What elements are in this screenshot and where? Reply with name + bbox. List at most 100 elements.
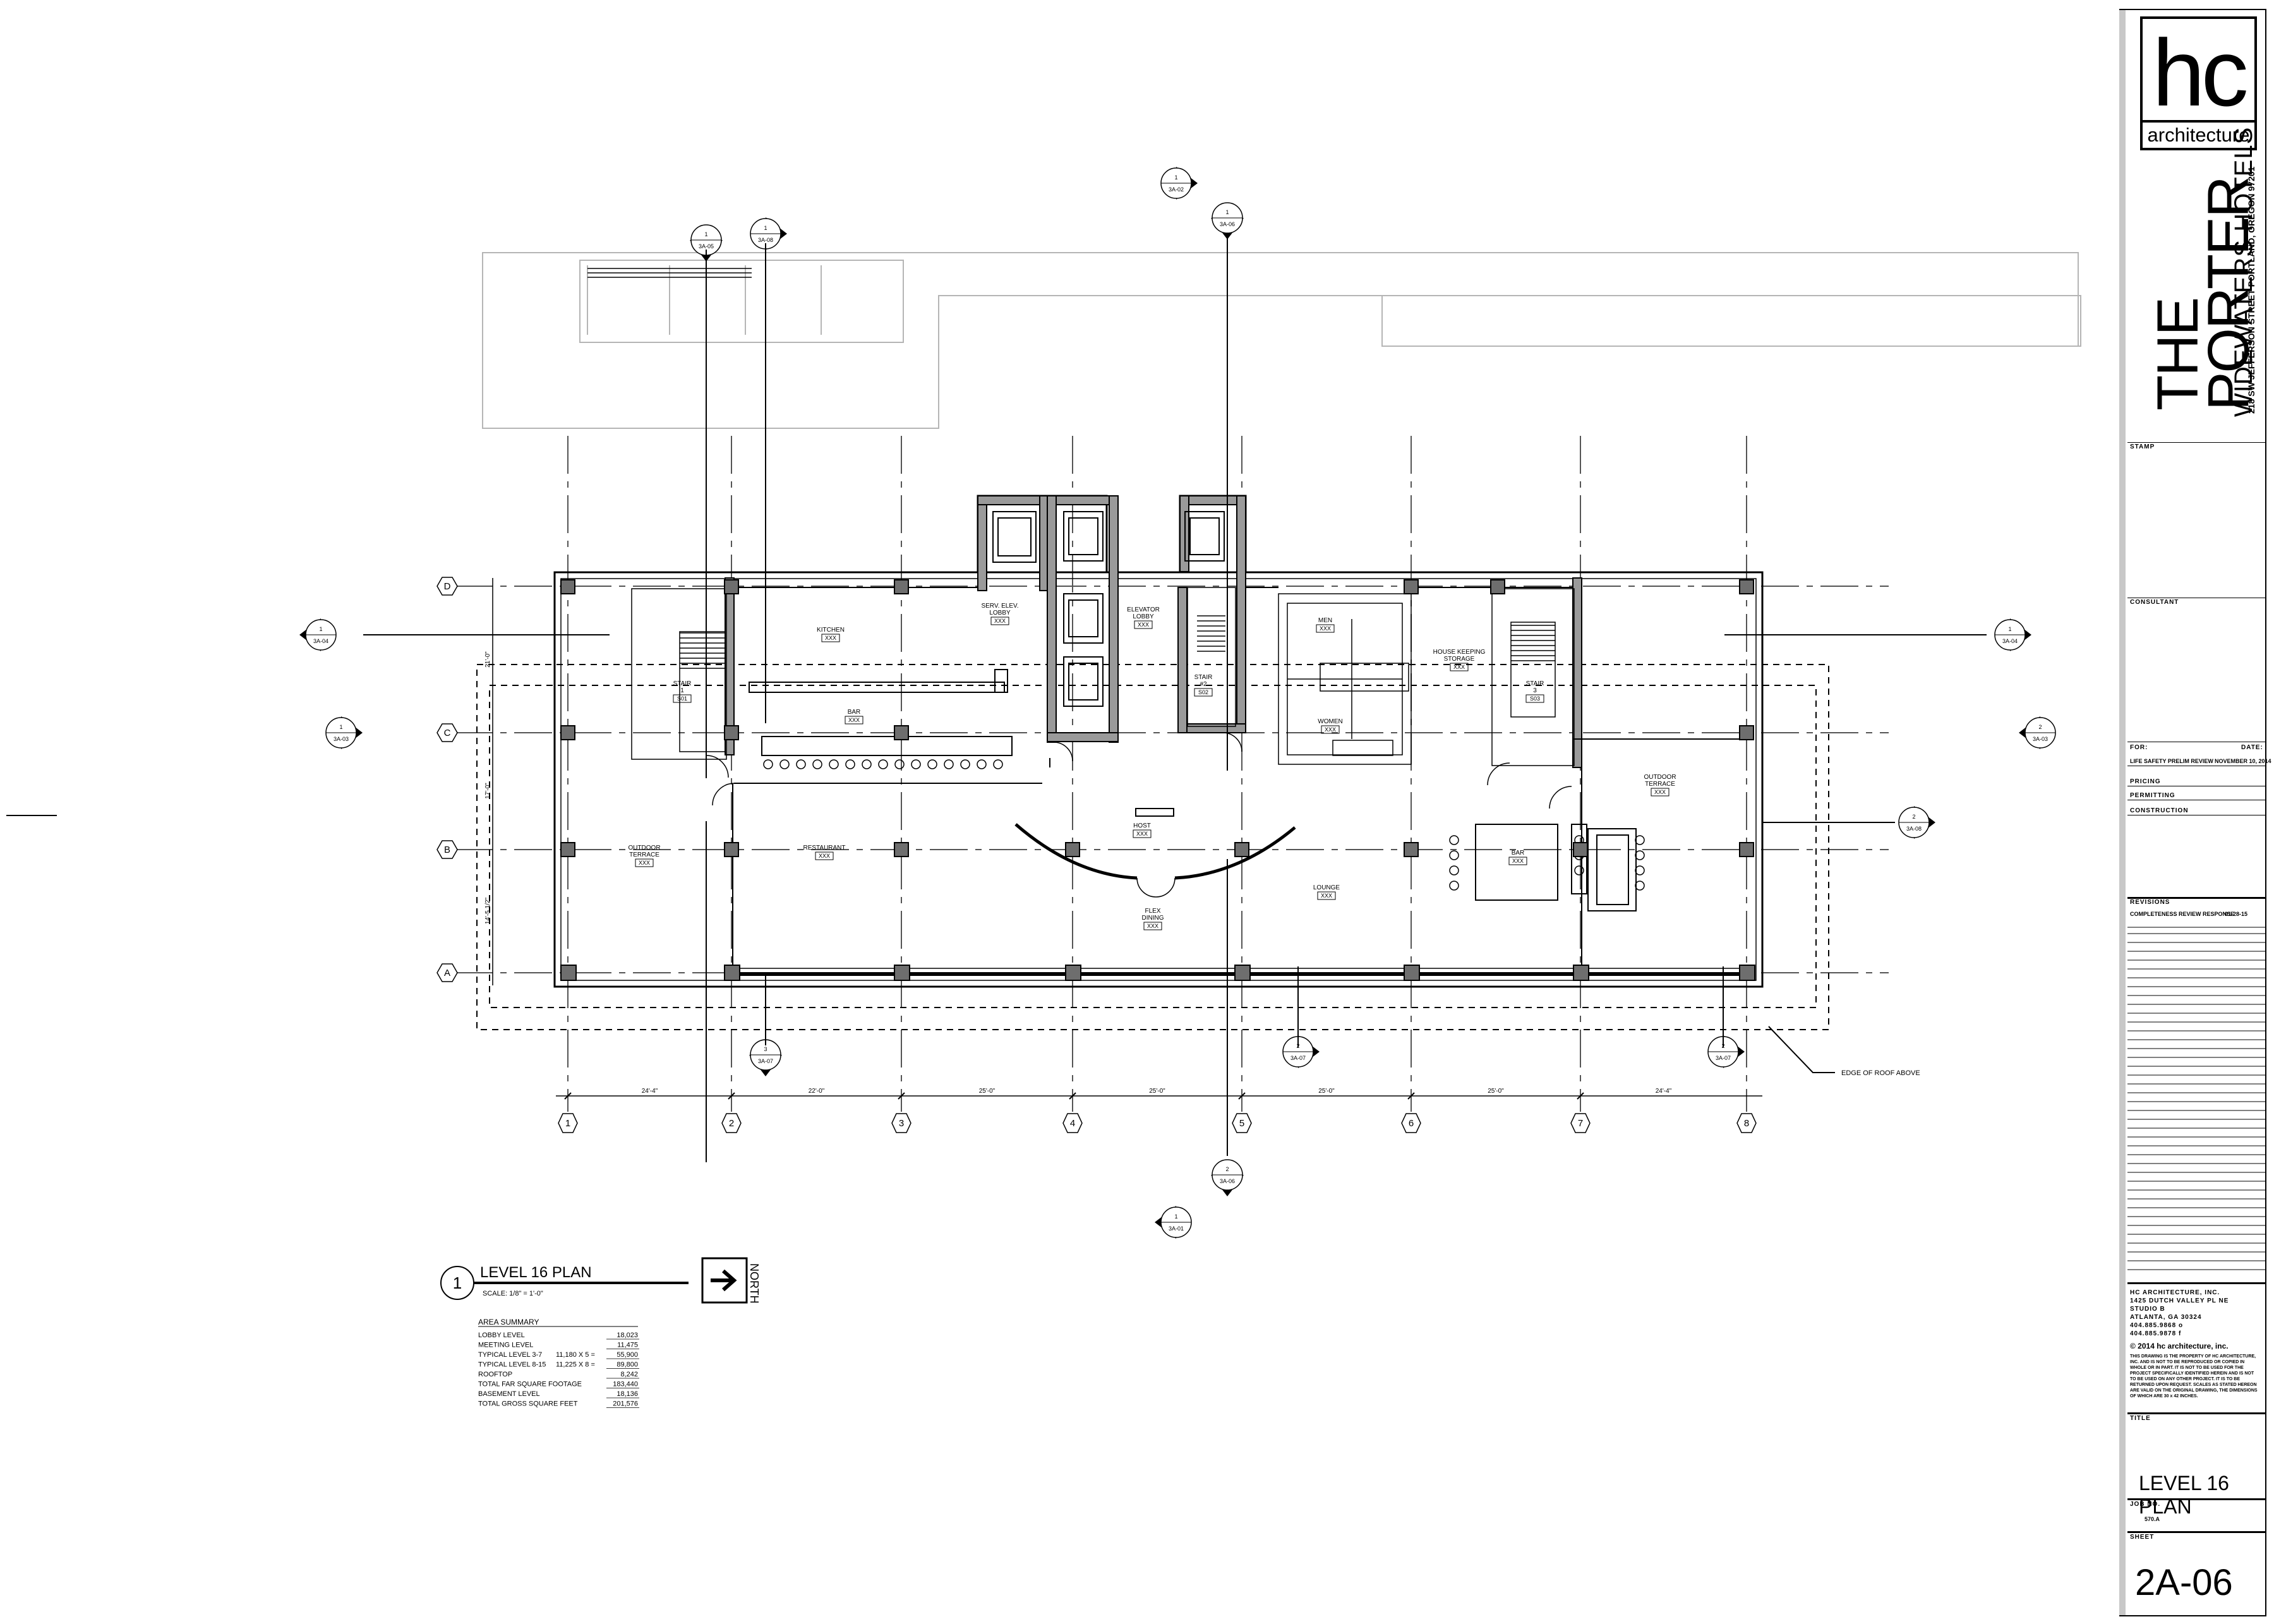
grid-bubble-shape: [1736, 1113, 1757, 1133]
room-tag: XXX: [1136, 831, 1148, 837]
issue-name: LIFE SAFETY PRELIM REVIEW: [2130, 758, 2213, 764]
area-row-value: 18,136: [617, 1390, 638, 1398]
client-name: WIDEWATERS HOTELS: [2230, 126, 2258, 417]
area-row-value: 89,800: [617, 1361, 638, 1369]
grid-bubble-label: 6: [1409, 1118, 1414, 1129]
callout-number: 1: [764, 225, 767, 231]
firm-logo: hc architecture: [2140, 16, 2257, 150]
grid-bubble-label: C: [444, 728, 451, 738]
area-row-calc: 11,225 X 8 =: [556, 1361, 595, 1369]
dimension-tick: [1069, 1092, 1076, 1100]
revisions-label: REVISIONS: [2130, 899, 2170, 906]
callout-sheet: 3A-07: [758, 1058, 773, 1064]
roof-outline: [482, 252, 2081, 429]
title-block-border-right: [2265, 9, 2266, 1616]
row-divider: [2127, 1282, 2265, 1284]
room-tag: XXX: [1147, 923, 1158, 929]
area-row-label: TOTAL FAR SQUARE FOOTAGE: [478, 1381, 582, 1388]
stair-treads: [680, 615, 1555, 669]
room-tag-box: [1525, 694, 1544, 703]
row-divider: [2127, 442, 2265, 443]
sheet-title: LEVEL 16 PLAN: [2139, 1472, 2229, 1518]
grid-bubble-row-D: D: [436, 577, 458, 596]
room-name: BAR: [1512, 850, 1525, 857]
issue-date: NOVEMBER 10, 2014: [2215, 758, 2271, 764]
copyright: © 2014 hc architecture, inc.: [2130, 1342, 2229, 1350]
title-block-grid: [2127, 927, 2265, 1270]
callout-sheet: 3A-01: [1169, 1225, 1184, 1232]
area-row-label: MEETING LEVEL: [478, 1342, 533, 1349]
callout-section_3A08: 1 3A-08: [750, 217, 787, 250]
room-tag: XXX: [1325, 726, 1336, 733]
bay-dimension: 24'-4": [642, 1088, 658, 1095]
callout-leaders: [363, 237, 1987, 1162]
room-tag-box: [635, 858, 654, 867]
grid-bubble-label: 5: [1239, 1118, 1244, 1129]
job-number: 570.A: [2145, 1516, 2160, 1522]
area-row-value: 183,440: [613, 1381, 638, 1388]
room-tag: XXX: [848, 717, 860, 723]
row-dimension: 17'-0": [484, 783, 491, 799]
stairs: [631, 587, 1575, 766]
callout-number: 1: [1174, 1213, 1177, 1220]
callout-section_2_3A07a: 23A-07: [1282, 1035, 1320, 1068]
room-tag: XXX: [1138, 622, 1149, 628]
callout-number: 2: [1912, 814, 1915, 820]
callout-sheet: 3A-02: [1169, 186, 1184, 193]
room-tag: XXX: [825, 635, 836, 641]
grid-bubble-col-1: 1: [558, 1113, 578, 1133]
row-divider: [2127, 897, 2265, 899]
project-name-line1: THE: [2146, 298, 2210, 411]
room-tag-box: [821, 634, 840, 642]
plan-title-text: LEVEL 16 PLAN: [480, 1264, 592, 1281]
logo-mark: hc: [2152, 20, 2248, 126]
room-tag-box: [990, 617, 1009, 625]
area-row-label: TYPICAL LEVEL 8-15: [478, 1361, 546, 1369]
room-name: OUTDOOR: [628, 845, 660, 851]
callout-sheet: 3A-08: [758, 237, 773, 243]
sheet-number: 2A-06: [2135, 1562, 2233, 1603]
room-name: SERV. ELEV.: [981, 603, 1018, 610]
callout-section_3A04: 13A-04: [299, 618, 337, 651]
room-name: HOST: [1133, 822, 1151, 829]
room-name: ELEVATOR: [1127, 606, 1160, 613]
permitting-label: PERMITTING: [2130, 792, 2175, 799]
room-name: OUTDOOR: [1644, 774, 1676, 781]
for-label: FOR:: [2130, 744, 2148, 751]
grid-bubble-shape: [436, 577, 458, 596]
room-tag-box: [1143, 922, 1162, 930]
room-name: TERRACE: [1645, 781, 1675, 788]
row-divider: [2127, 1531, 2265, 1533]
roof-hatch: [587, 268, 752, 278]
bay-dimension: 25'-0": [1488, 1088, 1504, 1095]
room-tag-box: [815, 851, 834, 860]
core-walls: [725, 495, 1582, 768]
callout-sheet: 3A-06: [1220, 1178, 1235, 1184]
columns: [560, 579, 1755, 981]
callout-section_2_3A08: 23A-08: [1898, 806, 1935, 839]
area-row-value: 55,900: [617, 1351, 638, 1359]
area-row-value: 11,475: [617, 1342, 638, 1349]
grid-bubble-label: B: [444, 845, 450, 855]
dimension-tick: [1577, 1092, 1584, 1100]
callout-sheet: 3A-07: [1716, 1055, 1731, 1061]
room-tag-box: [1134, 620, 1153, 629]
elevators: [992, 511, 1225, 707]
dimension-tick: [1238, 1092, 1246, 1100]
bay-dimension: 25'-0": [1318, 1088, 1335, 1095]
callout-number: 1: [704, 231, 707, 238]
job-label: JOB NO.: [2130, 1501, 2161, 1508]
callout-sheet: 3A-04: [2002, 638, 2018, 644]
room-tag-box: [1133, 829, 1152, 838]
callout-sheet: 3A-05: [699, 243, 714, 250]
room-tag: XXX: [1320, 625, 1331, 632]
